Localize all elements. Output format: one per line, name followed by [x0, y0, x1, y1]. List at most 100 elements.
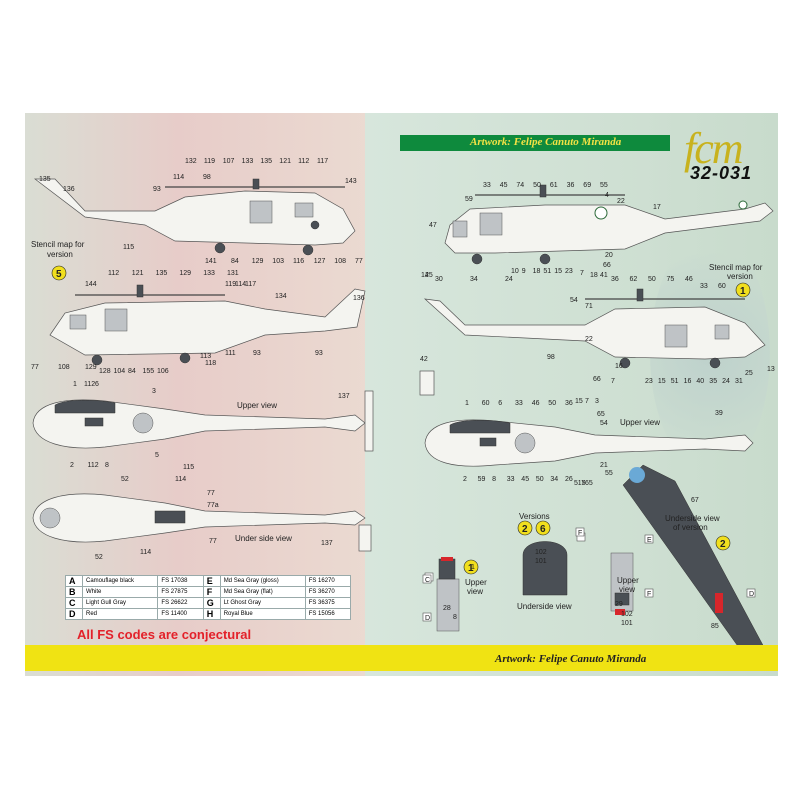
callout-number: 135	[260, 158, 272, 165]
callout-number: 137	[321, 540, 333, 547]
color-table-fs-b: FS 36375	[304, 597, 352, 609]
callout-number: 75	[667, 276, 675, 283]
callout-number: 60	[482, 400, 490, 407]
footer-yellow-band	[25, 645, 778, 671]
color-table-name-a: Red	[81, 608, 159, 620]
callout-number: 6	[95, 381, 99, 388]
stencil-right-line2: version	[727, 272, 753, 281]
callout-number: 50	[548, 400, 556, 407]
callout-number: 131	[227, 270, 239, 277]
callout-number: 129	[85, 364, 97, 371]
callout-number: 41	[600, 272, 608, 279]
callout-number: 30	[435, 276, 443, 283]
callout-number: 39	[715, 410, 723, 417]
callout-number: 84	[128, 368, 136, 375]
callout-number: 112	[108, 270, 119, 277]
callout-number: 85	[711, 623, 719, 630]
underside-view-small-label: Underside view	[517, 602, 572, 611]
callout-number: 34	[550, 476, 558, 483]
callout-number: 108	[334, 258, 346, 265]
callout-number: 102	[621, 611, 633, 618]
color-table-code-b: F	[202, 586, 221, 598]
callout-number: 24	[722, 378, 730, 385]
color-table-fs-a: FS 26622	[157, 597, 204, 609]
callout-number: 71	[585, 303, 593, 310]
callout-number: 36	[611, 276, 619, 283]
callout-number: 18	[590, 272, 598, 279]
color-table-name-b: Md Sea Gray (flat)	[219, 586, 306, 598]
pylon-detail	[522, 532, 586, 596]
callout-number: 51	[543, 268, 551, 275]
callout-number: 35	[709, 378, 717, 385]
callout-number: 55	[605, 470, 613, 477]
callout-number: 119	[204, 158, 215, 165]
callout-number: 18	[533, 268, 541, 275]
callout-number: 15	[658, 378, 666, 385]
callout-number: 33	[483, 182, 491, 189]
upper-small-left-line2: view	[467, 587, 483, 596]
callout-number: 61	[550, 182, 558, 189]
callout-number: 26	[565, 476, 573, 483]
callout-number: 23	[645, 378, 653, 385]
callout-number: 20	[605, 252, 613, 259]
tail-boom-detail	[622, 464, 766, 660]
callout-number: 50	[648, 276, 656, 283]
callout-number: 59	[478, 476, 486, 483]
callout-number: 47	[429, 222, 437, 229]
fs-codes-disclaimer: All FS codes are conjectural	[77, 627, 252, 642]
box-letter-d-left: D	[422, 612, 432, 622]
callout-number: 15	[554, 268, 562, 275]
callout-number: 10	[511, 268, 519, 275]
callout-number: 45	[500, 182, 508, 189]
callout-number: 144	[85, 281, 97, 288]
callout-number: 54	[600, 420, 608, 427]
svg-text:6: 6	[540, 524, 546, 535]
callout-number: 107	[223, 158, 235, 165]
upper-small-right-line1: Upper	[617, 576, 639, 585]
callout-number: 62	[630, 276, 638, 283]
callout-number: 155	[143, 368, 155, 375]
version-marker-left: 5	[51, 265, 67, 281]
callout-number: 33	[515, 400, 523, 407]
callout-number: 3	[595, 398, 599, 405]
callout-number: 42	[420, 356, 428, 363]
box-letter-f-right: F	[644, 588, 654, 598]
callout-number: 136	[353, 295, 365, 302]
callout-number: 29	[615, 601, 623, 608]
callout-number: 119	[225, 281, 236, 288]
upper-view-left-label: Upper view	[237, 401, 277, 410]
color-table-fs-b: FS 36270	[304, 586, 352, 598]
callout-number: 50	[533, 182, 541, 189]
callout-number: 112	[298, 158, 309, 165]
box-letter-d-right: D	[746, 588, 756, 598]
color-table-code-a: C	[65, 597, 83, 609]
color-table-fs-a: FS 11400	[157, 608, 204, 620]
callout-number: 36	[565, 400, 573, 407]
callout-number: 8	[492, 476, 496, 483]
right-upper-view	[419, 370, 754, 467]
callout-number: 137	[338, 393, 350, 400]
callout-number: 114	[173, 174, 184, 181]
box-letter-e: E	[644, 534, 654, 544]
callout-number: 1	[73, 381, 77, 388]
color-table-code-b: G	[202, 597, 221, 609]
callout-number: 13	[767, 366, 775, 373]
callout-number: 135	[156, 270, 168, 277]
svg-text:F: F	[578, 530, 582, 537]
callout-number: 9	[522, 268, 526, 275]
callout-number: 8	[453, 614, 457, 621]
fcm-logo: fcm 32-031	[680, 124, 775, 189]
callout-number: 115	[183, 464, 194, 471]
left-under-view	[32, 493, 372, 552]
callout-number: 66	[593, 376, 601, 383]
artwork-credit-bottom: Artwork: Felipe Canuto Miranda	[495, 653, 647, 665]
callout-number: 25	[425, 272, 433, 279]
svg-text:F: F	[647, 591, 651, 598]
callout-number: 115	[123, 244, 134, 251]
